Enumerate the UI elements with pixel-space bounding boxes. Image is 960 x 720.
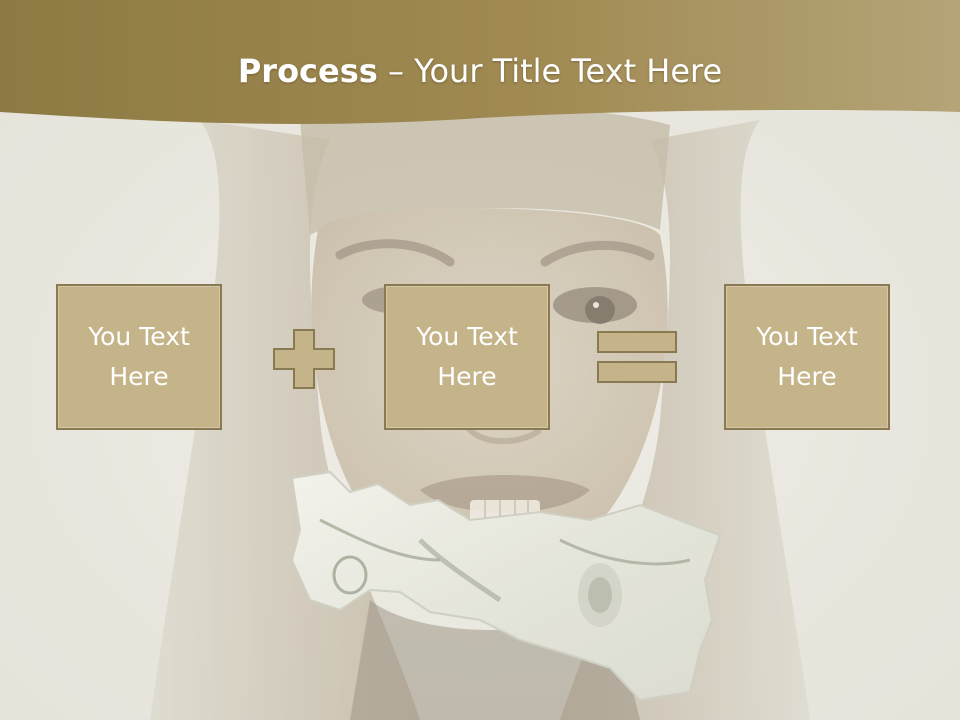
plus-icon: [273, 329, 335, 389]
process-box-3-label: You Text Here: [756, 322, 858, 391]
process-box-1[interactable]: You Text Here: [56, 284, 222, 430]
slide-title[interactable]: Process – Your Title Text Here: [0, 52, 960, 90]
process-box-3[interactable]: You Text Here: [724, 284, 890, 430]
process-box-1-label: You Text Here: [88, 322, 190, 391]
process-box-2[interactable]: You Text Here: [384, 284, 550, 430]
header-band: [0, 0, 960, 125]
process-box-2-label: You Text Here: [416, 322, 518, 391]
title-bold: Process: [237, 52, 378, 90]
title-rest: – Your Title Text Here: [377, 52, 723, 90]
equals-icon: [597, 331, 677, 383]
